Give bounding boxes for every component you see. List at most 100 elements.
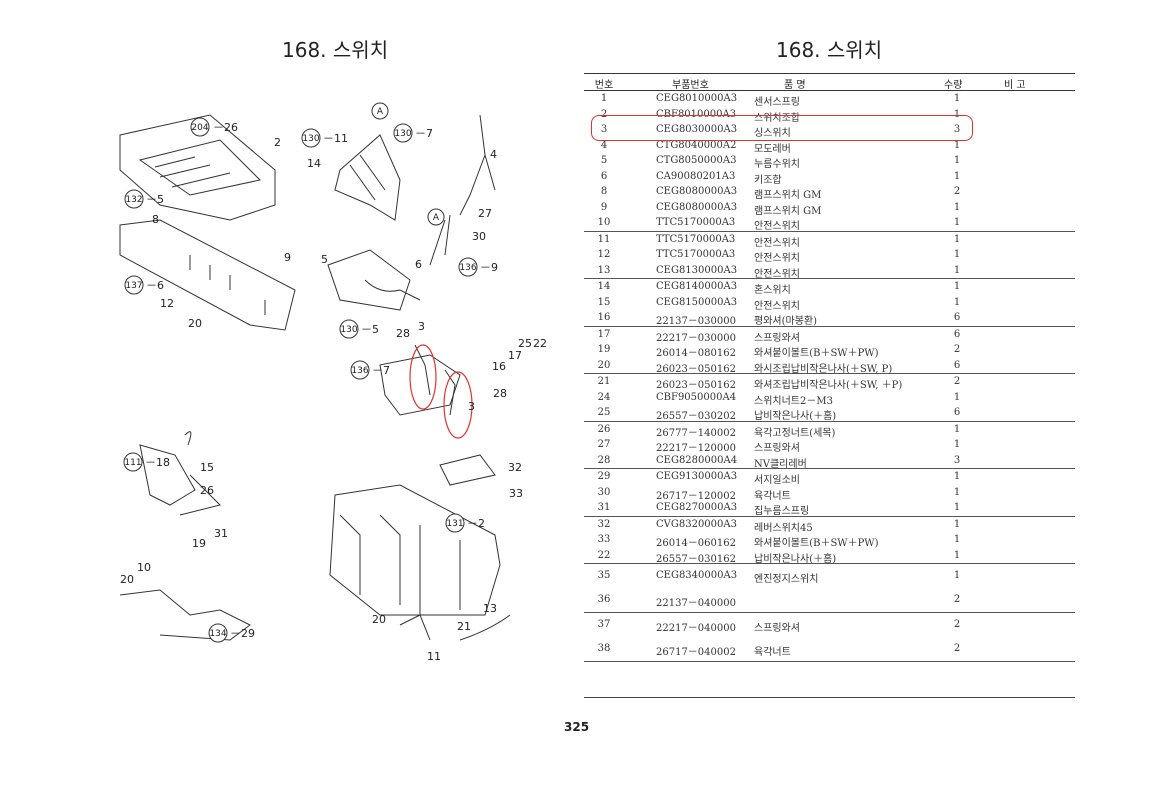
svg-text:－5: －5 <box>361 323 379 336</box>
cell-name: 육각너트 <box>754 647 791 658</box>
cell-name: 납비작은나사(＋홈) <box>754 553 837 565</box>
cell-no: 29 <box>597 471 611 482</box>
cell-name: 안전스위치 <box>754 300 800 312</box>
cell-qty: 1 <box>953 108 961 120</box>
diagram-lever-lower-left <box>139 444 196 506</box>
cell-qty: 1 <box>953 502 961 513</box>
cell-qty: 1 <box>953 570 961 581</box>
highlight-ovals <box>409 344 473 439</box>
cell-name: 서지일소비 <box>754 475 800 486</box>
cell-part: CEG8340000A3 <box>656 570 738 581</box>
cell-name: 안전스위치 <box>754 268 800 280</box>
cell-qty: 1 <box>953 217 961 228</box>
cell-qty: 2 <box>953 186 961 197</box>
cell-part: CTG8040000A2 <box>656 139 737 151</box>
cell-qty: 1 <box>953 93 961 104</box>
page-title-left: 168. 스위치 <box>282 38 389 62</box>
cell-part: 26023－050162 <box>656 363 736 375</box>
svg-text:27: 27 <box>478 207 492 220</box>
svg-text:137: 137 <box>125 281 142 291</box>
svg-text:130: 130 <box>302 134 319 144</box>
cell-part: 22217－030000 <box>656 332 736 344</box>
svg-text:8: 8 <box>152 213 159 226</box>
cell-name: 와셔붙이볼트(B＋SW＋PW) <box>754 348 879 359</box>
svg-text:13: 13 <box>483 602 497 615</box>
svg-text:130: 130 <box>394 129 411 139</box>
cell-no: 17 <box>597 328 611 340</box>
cell-no: 1 <box>600 93 608 104</box>
cell-qty: 1 <box>953 423 961 435</box>
svg-text:12: 12 <box>160 297 174 310</box>
svg-text:6: 6 <box>415 258 422 271</box>
cell-name: 와셔붙이볼트(B＋SW＋PW) <box>754 538 879 549</box>
cell-no: 6 <box>600 170 608 182</box>
svg-text:20: 20 <box>188 317 202 330</box>
svg-text:9: 9 <box>284 251 291 264</box>
svg-text:10: 10 <box>137 561 151 574</box>
svg-text:132: 132 <box>125 195 142 205</box>
cell-qty: 1 <box>953 139 961 151</box>
cell-name: 싱스위치 <box>754 128 791 139</box>
exploded-parts-diagram: 204 －26 2 130 －11 A 130 －7 14 4 132 －5 8… <box>119 102 547 663</box>
svg-text:20: 20 <box>372 613 386 626</box>
svg-text:136: 136 <box>351 366 368 376</box>
header-name: 품 명 <box>784 80 806 91</box>
diagram-panel-top <box>119 114 276 221</box>
highlight-oval-1 <box>409 344 437 410</box>
header-no: 번호 <box>594 80 614 91</box>
cell-qty: 1 <box>953 549 961 561</box>
svg-text:28: 28 <box>493 387 507 400</box>
cell-part: 22137－040000 <box>656 598 736 609</box>
cell-part: CEG8150000A3 <box>656 296 738 308</box>
cell-qty: 2 <box>953 376 961 387</box>
header-part: 부품번호 <box>672 80 709 91</box>
cell-qty: 1 <box>953 439 961 450</box>
cell-name: 스프링와셔 <box>754 332 800 344</box>
cell-no: 26 <box>597 423 611 435</box>
diagram-panel-left <box>119 219 296 331</box>
cell-no: 16 <box>597 312 611 323</box>
cell-qty: 2 <box>953 619 961 630</box>
cell-part: CBF8010000A3 <box>656 108 737 120</box>
cell-no: 12 <box>597 249 611 260</box>
cell-name: 램프스위치 GM <box>754 190 822 201</box>
diagram-switch-assembly <box>379 354 461 416</box>
svg-text:15: 15 <box>200 461 214 474</box>
svg-text:19: 19 <box>192 537 206 550</box>
callout-labels: 204 －26 2 130 －11 A 130 －7 14 4 132 －5 8… <box>120 107 547 663</box>
cell-part: 26557－030202 <box>656 411 736 422</box>
cell-no: 22 <box>597 549 611 561</box>
cell-qty: 1 <box>953 486 961 498</box>
cell-qty: 1 <box>953 155 961 166</box>
cell-qty: 1 <box>953 518 961 530</box>
cell-qty: 1 <box>953 296 961 308</box>
svg-text:134: 134 <box>209 629 226 639</box>
svg-text:3: 3 <box>468 400 475 413</box>
cell-part: 26014－060162 <box>656 538 736 549</box>
cell-name: 모도레버 <box>754 143 791 155</box>
cell-name: 키조합 <box>754 174 782 186</box>
cell-name: 센서스프링 <box>754 97 800 108</box>
cell-name: 와시조립납비작은나사(＋SW, P) <box>754 363 893 375</box>
cell-part: TTC5170000A3 <box>656 217 736 228</box>
cell-name: 육각고정너트(세목) <box>754 427 836 439</box>
